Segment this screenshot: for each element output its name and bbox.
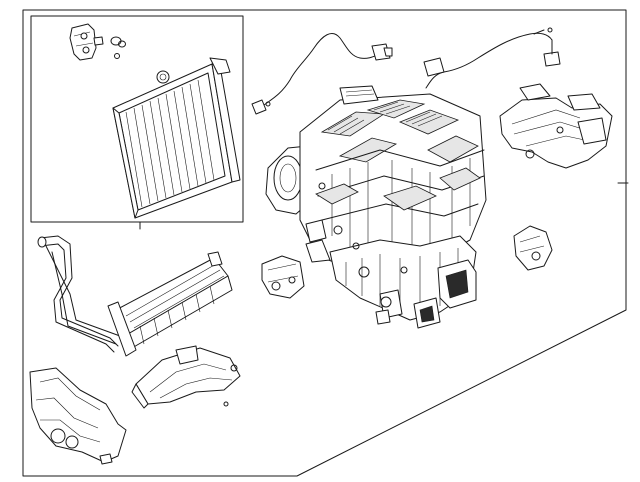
wiring-harness-right: [423, 27, 561, 89]
lower-duct-cover: [29, 367, 127, 465]
expansion-valve: [69, 23, 104, 61]
small-actuator: [261, 255, 305, 299]
o-rings: [110, 36, 126, 59]
heater-pipe: [37, 235, 121, 353]
blend-door-actuator: [513, 225, 553, 271]
evaporator-core: [112, 57, 241, 219]
hvac-case-assembly: [265, 85, 487, 329]
heater-core: [107, 251, 233, 357]
mode-door-actuator-housing: [499, 83, 613, 169]
assembly-frame: [22, 9, 629, 477]
floor-duct: [131, 345, 241, 409]
wiring-harness-left: [251, 33, 393, 115]
evaporator-inset-box: [30, 15, 244, 230]
